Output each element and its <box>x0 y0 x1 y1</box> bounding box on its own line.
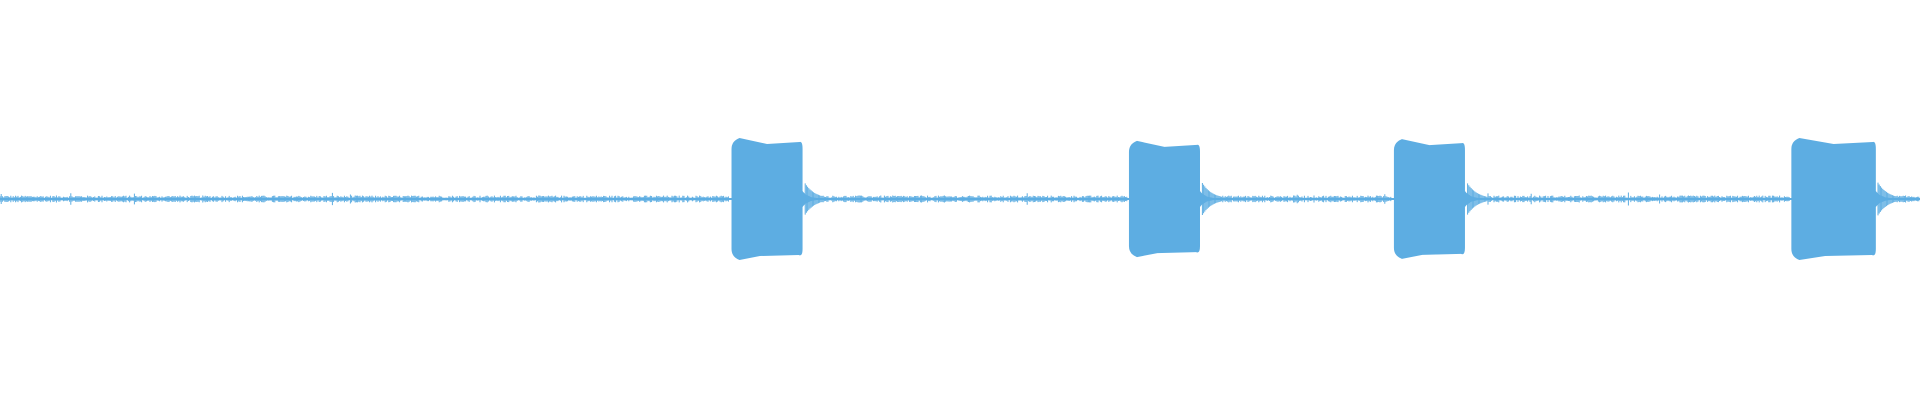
waveform-burst-2 <box>1128 140 1214 258</box>
waveform-burst-4 <box>1791 138 1890 260</box>
waveform-burst-1 <box>731 138 817 260</box>
waveform-burst-3 <box>1393 139 1479 259</box>
waveform-bursts <box>731 138 1890 260</box>
